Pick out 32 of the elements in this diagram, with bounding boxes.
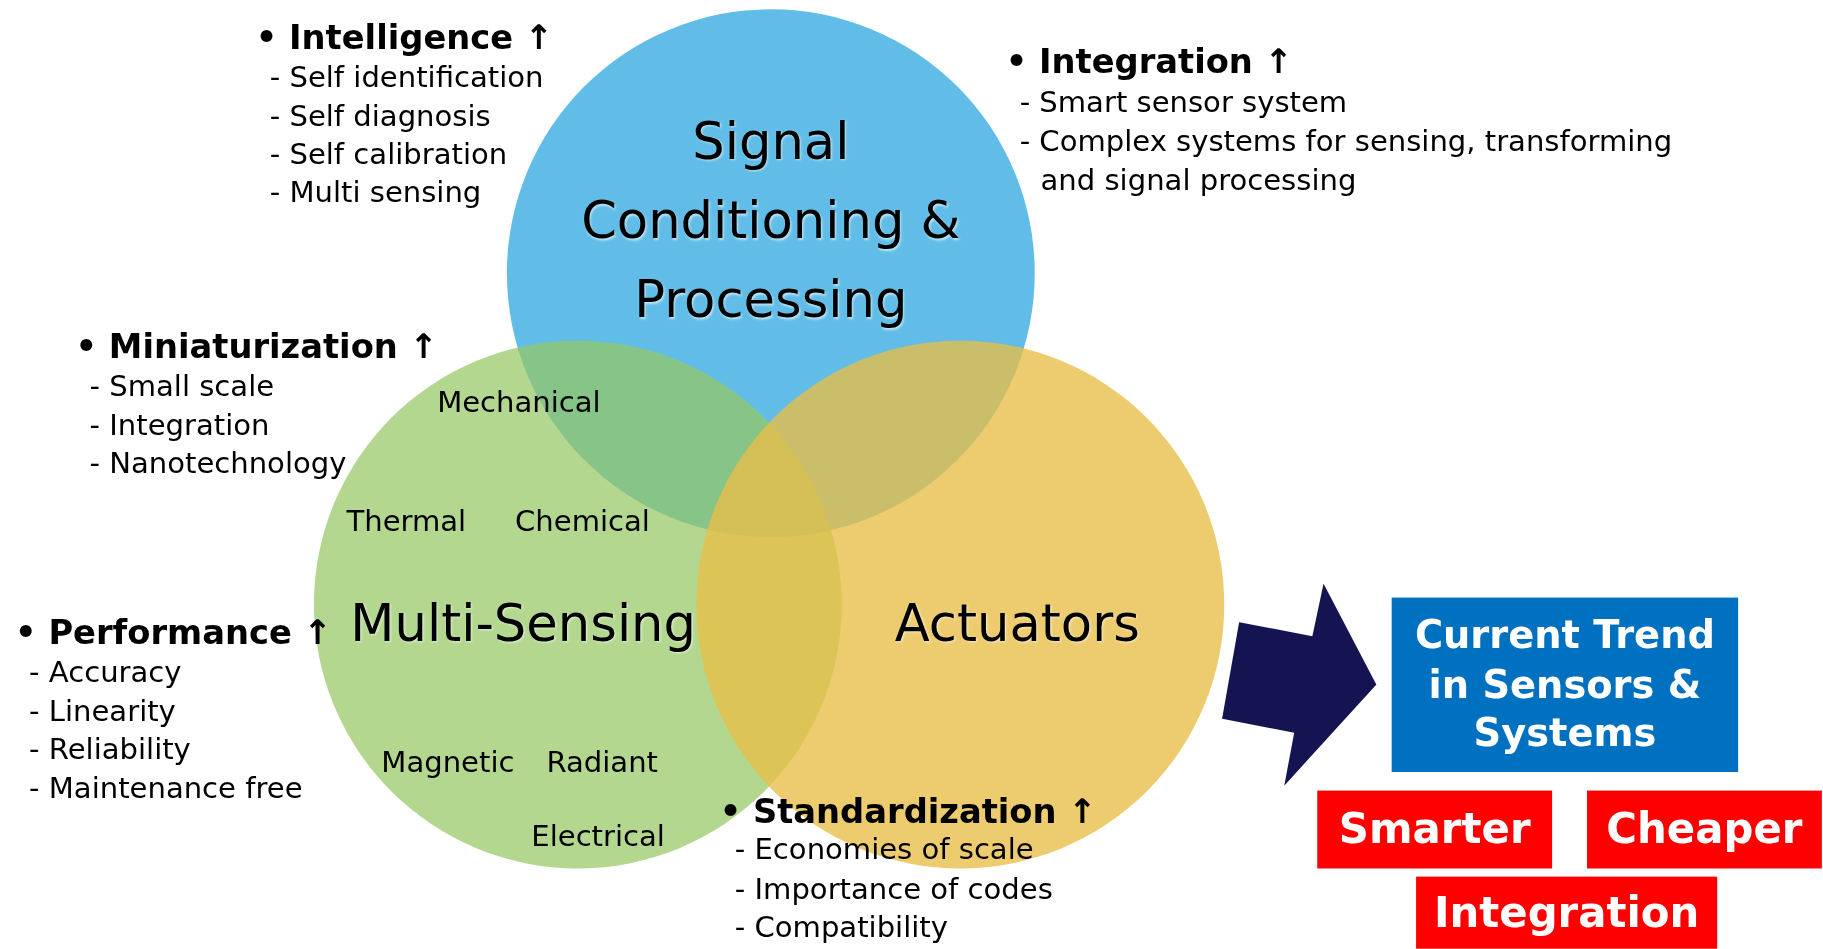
trend-box: Current Trend in Sensors & Systems bbox=[1391, 597, 1739, 772]
bullet-heading: • Integration ↑ bbox=[1005, 41, 1293, 83]
list-item: - Integration bbox=[89, 408, 270, 443]
trend-box: Integration bbox=[1416, 876, 1718, 949]
sensing-type: Radiant bbox=[546, 745, 658, 781]
list-item: - Multi sensing bbox=[269, 175, 482, 211]
list-item: - Linearity bbox=[29, 694, 176, 729]
list-item: - Accuracy bbox=[29, 655, 182, 691]
list-item: - Compatibility bbox=[734, 910, 948, 946]
sensing-type: Mechanical bbox=[437, 384, 601, 420]
trend-box: Smarter bbox=[1317, 790, 1553, 869]
circle-title: Multi-Sensing bbox=[349, 592, 697, 655]
list-item: - Small scale bbox=[89, 369, 275, 405]
sensing-type: Electrical bbox=[531, 819, 665, 855]
list-item: - Self diagnosis bbox=[269, 98, 491, 134]
list-item: - Smart sensor system bbox=[1019, 84, 1348, 120]
sensing-type: Magnetic bbox=[381, 745, 515, 781]
sensing-type: Chemical bbox=[515, 504, 650, 540]
trend-box: Cheaper bbox=[1587, 790, 1822, 869]
sensing-type: Thermal bbox=[346, 504, 467, 540]
list-item: - Importance of codes bbox=[734, 871, 1053, 907]
list-item: - Maintenance free bbox=[29, 770, 303, 806]
bullet-heading: • Intelligence ↑ bbox=[255, 17, 554, 58]
list-item: - Self calibration bbox=[269, 137, 508, 173]
circle-title: Actuators bbox=[893, 592, 1141, 655]
list-item: - Reliability bbox=[29, 732, 191, 768]
list-item: - Nanotechnology bbox=[89, 446, 347, 482]
list-item: - Complex systems for sensing, transforming and signal processing bbox=[1019, 123, 1674, 198]
bullet-heading: • Performance ↑ bbox=[15, 612, 332, 654]
list-item: - Self identification bbox=[269, 60, 544, 96]
bullet-heading: • Miniaturization ↑ bbox=[75, 326, 438, 368]
circle-title: Signal Conditioning & Processing bbox=[580, 110, 962, 332]
